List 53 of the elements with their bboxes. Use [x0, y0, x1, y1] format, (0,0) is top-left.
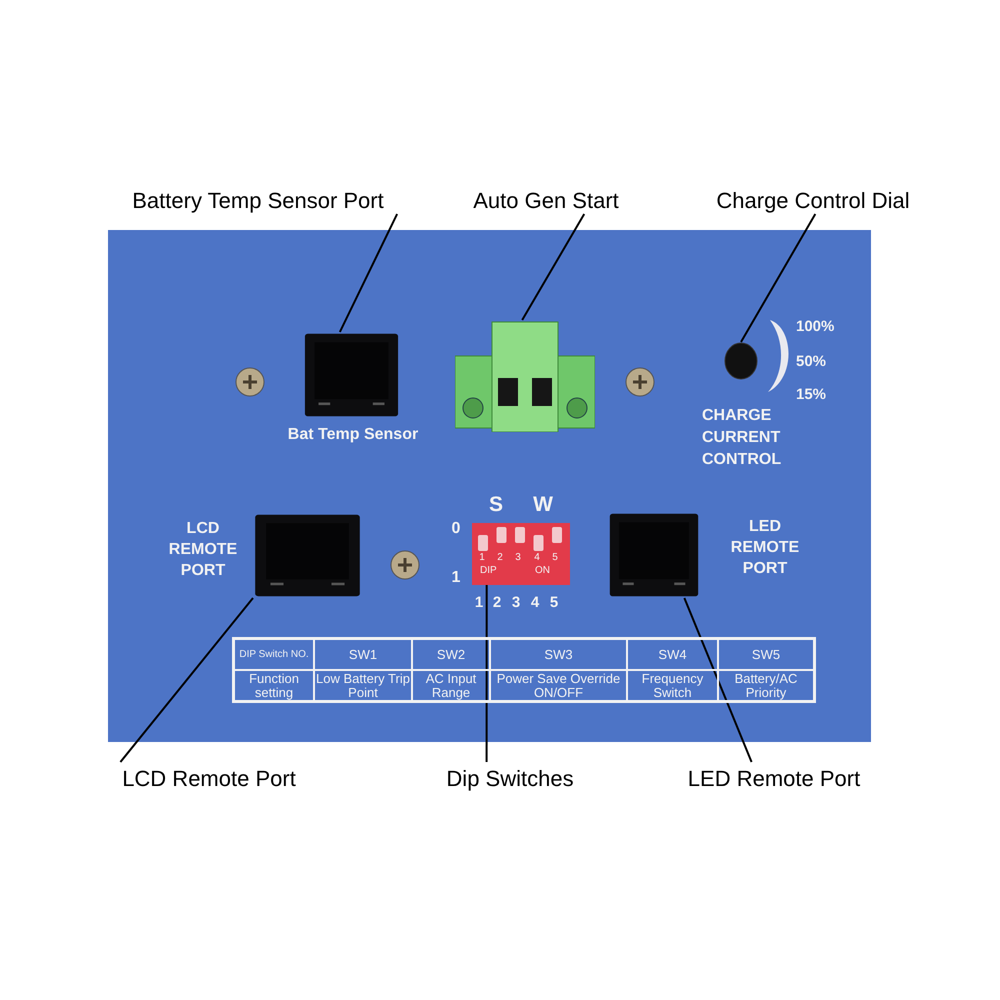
rj45-port	[253, 513, 362, 598]
leader-line	[521, 214, 586, 320]
table-cell: SW1	[314, 639, 412, 670]
table-cell: SW2	[412, 639, 490, 670]
terminal-block-connector	[455, 320, 595, 432]
rj45-port	[608, 512, 700, 598]
scale-label: 50%	[796, 352, 828, 372]
callout-label: Dip Switches	[432, 762, 588, 792]
callout-label: Auto Gen Start	[455, 184, 637, 214]
callout-label: Charge Control Dial	[698, 184, 928, 214]
table-cell: SW5	[718, 639, 814, 670]
dip-switch-block	[472, 523, 570, 585]
leader-line	[683, 598, 752, 762]
switch-label: DIP	[480, 566, 498, 576]
switch-number: 5	[548, 593, 560, 613]
table-cell: Frequency Switch	[627, 670, 718, 701]
switch-number: 4	[533, 553, 541, 563]
leader-line	[338, 214, 398, 332]
leader-line	[740, 214, 816, 342]
switch-number: 1	[478, 553, 486, 563]
switch-label: ON	[535, 566, 551, 576]
switch-number: 3	[514, 553, 522, 563]
scale-label: 15%	[796, 385, 828, 405]
switch-number: 2	[496, 553, 504, 563]
panel-label: LED REMOTE PORT	[730, 517, 800, 579]
panel-label: S	[488, 492, 504, 518]
leader-line	[120, 597, 254, 763]
scale-label: 100%	[796, 317, 836, 337]
callout-label: LED Remote Port	[672, 762, 876, 792]
table-cell: AC Input Range	[412, 670, 490, 701]
panel-label: Bat Temp Sensor	[286, 425, 420, 445]
position-label: 1	[450, 568, 462, 588]
table-cell: SW4	[627, 639, 718, 670]
table-cell: Power Save Override ON/OFF	[490, 670, 627, 701]
callout-label: LCD Remote Port	[106, 762, 312, 792]
switch-number: 2	[492, 593, 502, 613]
panel-label: LCD REMOTE PORT	[168, 519, 238, 581]
leader-line	[486, 585, 488, 762]
table-cell: Low Battery Trip Point	[314, 670, 412, 701]
rj45-port	[303, 332, 400, 418]
table-cell: DIP Switch NO.	[234, 639, 314, 670]
callout-label: Battery Temp Sensor Port	[110, 184, 406, 214]
dial-knob	[724, 342, 758, 380]
panel-label: W	[532, 492, 554, 518]
table-cell: Function setting	[234, 670, 314, 701]
switch-number: 1	[474, 593, 484, 613]
switch-number: 5	[551, 553, 559, 563]
switch-number: 4	[530, 593, 540, 613]
table-cell: Battery/AC Priority	[718, 670, 814, 701]
position-label: 0	[450, 519, 462, 539]
table-cell: SW3	[490, 639, 627, 670]
switch-number: 3	[510, 593, 522, 613]
panel-label: CHARGE CURRENT CONTROL	[702, 406, 782, 470]
